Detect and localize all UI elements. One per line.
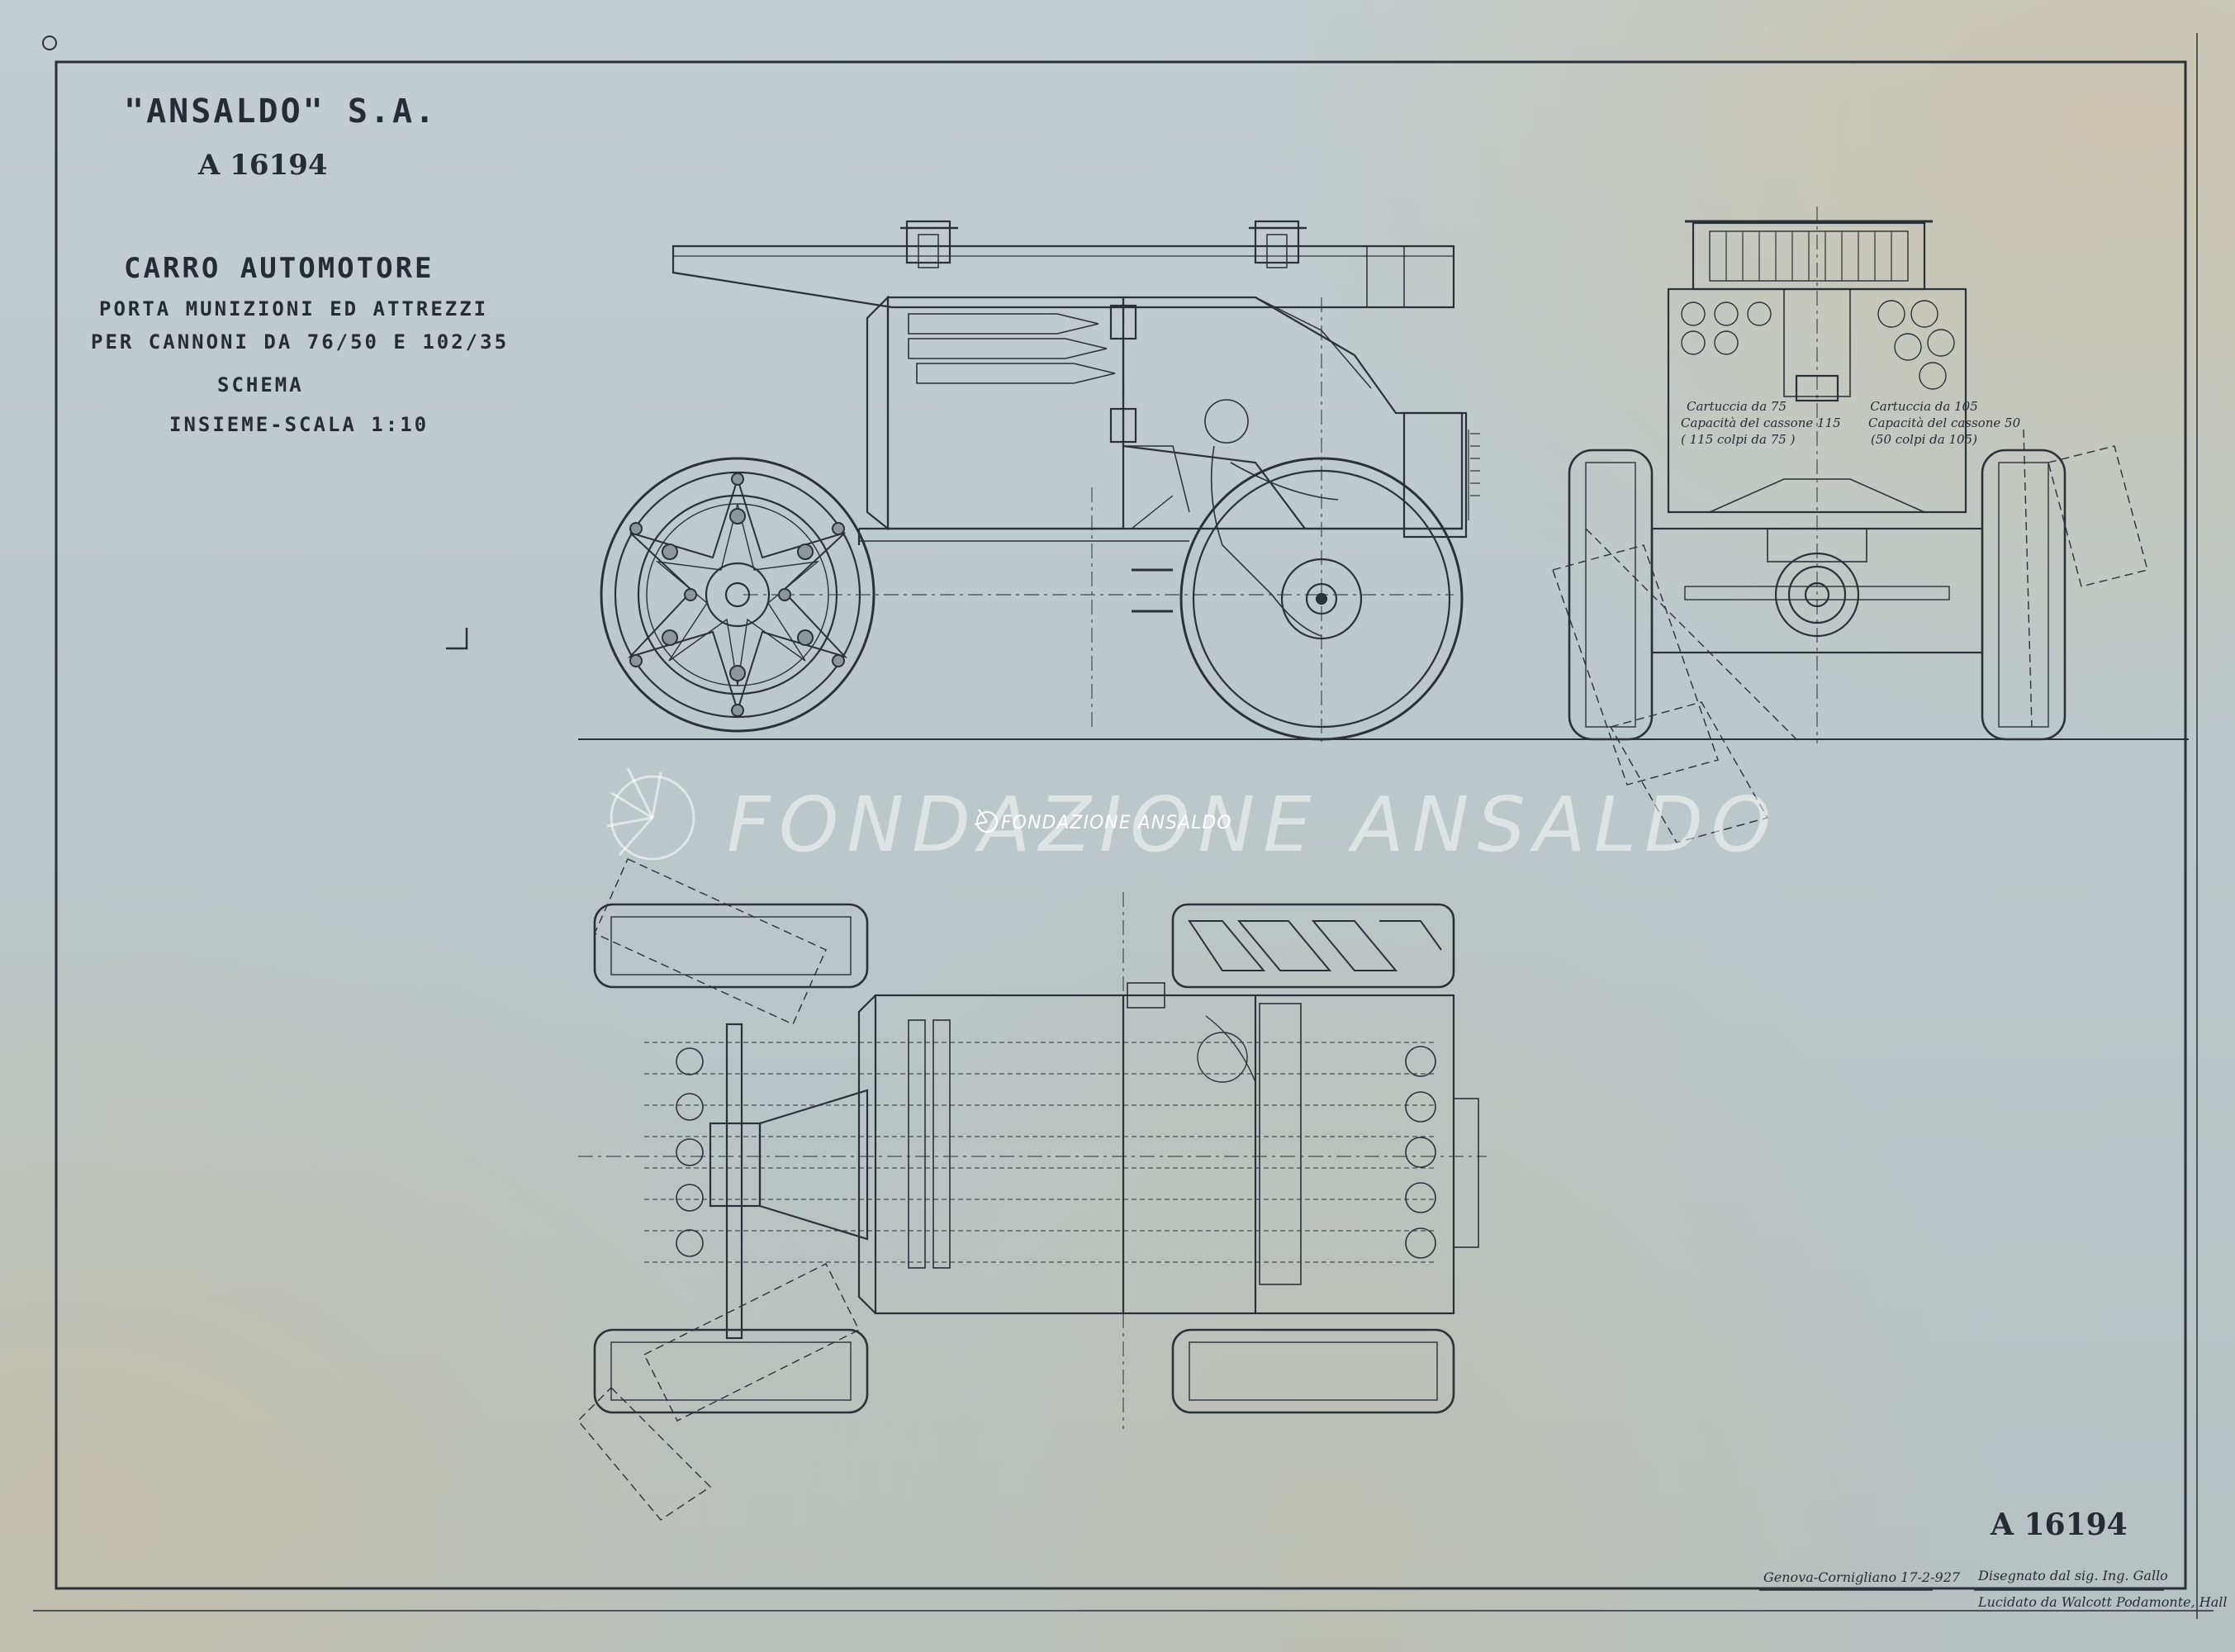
drawing-subtitle-2: PER CANNONI DA 76/50 E 102/35 [91,330,510,354]
front-wheel [1179,457,1464,741]
annotation-right-line-2: Capacità del cassone 50 [1868,415,2021,430]
drawing-subtitle-3: SCHEMA [217,373,304,396]
sheet-border [33,33,2214,1619]
footer-drawing-number: A 16194 [1991,1507,2128,1542]
rear-wheel [600,457,875,733]
annotation-left-line-1: Cartuccia da 75 [1687,399,1787,414]
annotation-left-line-2: Capacità del cassone 115 [1681,415,1841,430]
watermark-logo [606,767,695,861]
annotation-right-compartment: Cartuccia da 105 Capacità del cassone 50… [1868,398,2021,448]
annotation-right-line-1: Cartuccia da 105 [1870,399,1978,414]
company-name: "ANSALDO" S.A. [124,93,438,131]
annotation-left-line-3: ( 115 colpi da 75 ) [1681,432,1796,447]
side-view [578,220,2189,743]
small-logo-icon [974,809,998,833]
footer-traced-by: Lucidato da Walcott Podamonte, Hall [1978,1594,2228,1610]
footer-drawn-by: Disegnato dal sig. Ing. Gallo [1978,1568,2168,1583]
drawing-title: CARRO AUTOMOTORE [124,252,434,285]
drawing-subtitle-4: INSIEME-SCALA 1:10 [169,413,429,436]
annotation-right-line-3: (50 colpi da 105) [1871,432,1977,447]
front-view [1552,206,2148,843]
drawing-number: A 16194 [198,149,328,182]
watermark-text: FONDAZIONE ANSALDO [727,781,1780,869]
annotation-left-compartment: Cartuccia da 75 Capacità del cassone 115… [1681,398,1841,448]
footer-place-date: Genova-Cornigliano 17-2-927 [1763,1569,1961,1585]
watermark-small-text: FONDAZIONE ANSALDO [1001,813,1232,833]
plan-view [577,858,1487,1521]
drawing-subtitle-1: PORTA MUNIZIONI ED ATTREZZI [99,297,489,320]
